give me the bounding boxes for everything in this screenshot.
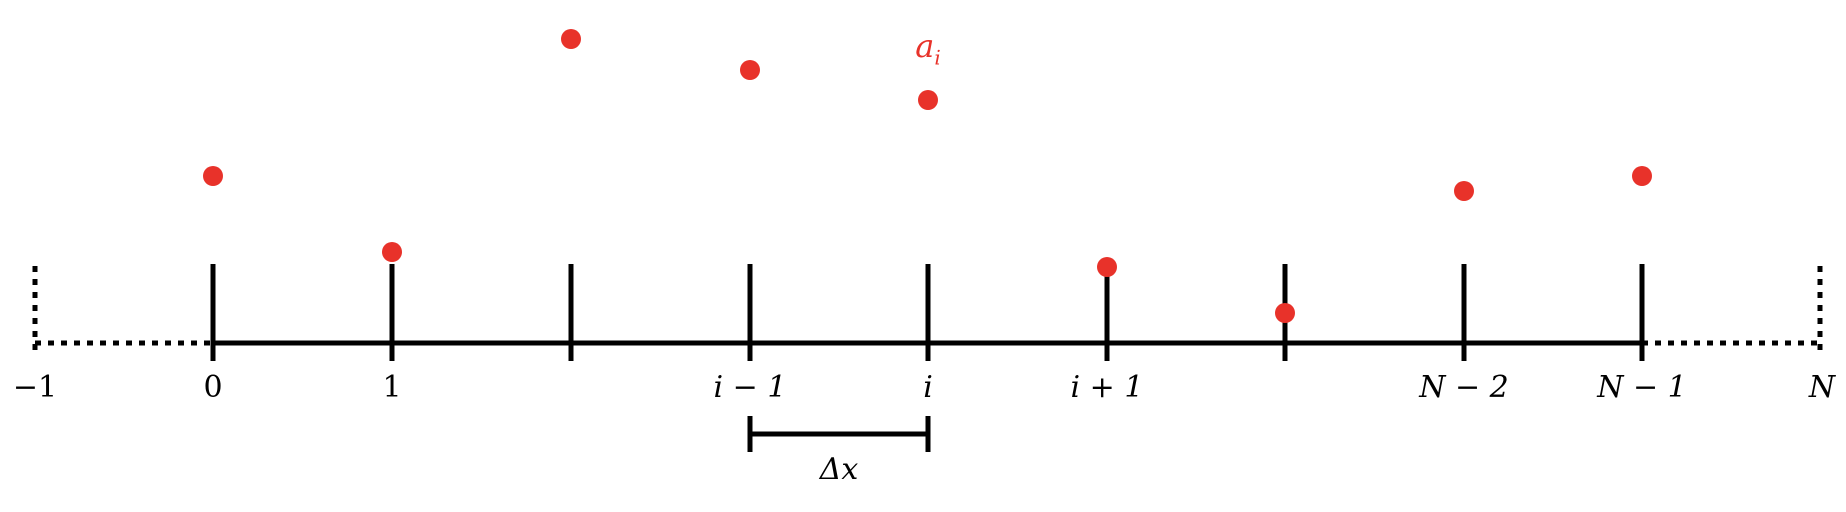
sample-point-5 <box>1097 257 1117 277</box>
sample-point-7 <box>1454 181 1474 201</box>
point-label-base: a <box>915 27 935 65</box>
sample-point-0 <box>203 166 223 186</box>
point-label-sub: i <box>934 45 941 70</box>
tick-label-i-plus-one: i + 1 <box>1070 370 1144 405</box>
delta-x-bracket <box>747 416 931 452</box>
tick-label-zero: 0 <box>203 370 223 405</box>
tick-label-n-minus-one: N − 1 <box>1597 370 1687 405</box>
delta-x-label: Δx <box>819 452 859 487</box>
sample-point-8 <box>1632 166 1652 186</box>
tick-label-i-minus-one: i − 1 <box>713 370 787 405</box>
sample-point-1 <box>382 242 402 262</box>
point-label-a-i: ai <box>915 30 940 67</box>
tick-label-one: 1 <box>382 370 402 405</box>
sample-point-6 <box>1275 303 1295 323</box>
tick-label-n: N <box>1808 370 1836 405</box>
tick-label-n-minus-two: N − 2 <box>1419 370 1509 405</box>
sample-point-4 <box>918 90 938 110</box>
tick-label-minus-one: −1 <box>12 370 58 405</box>
sample-point-2 <box>561 29 581 49</box>
tick-label-i: i <box>923 370 933 405</box>
sample-point-3 <box>740 60 760 80</box>
